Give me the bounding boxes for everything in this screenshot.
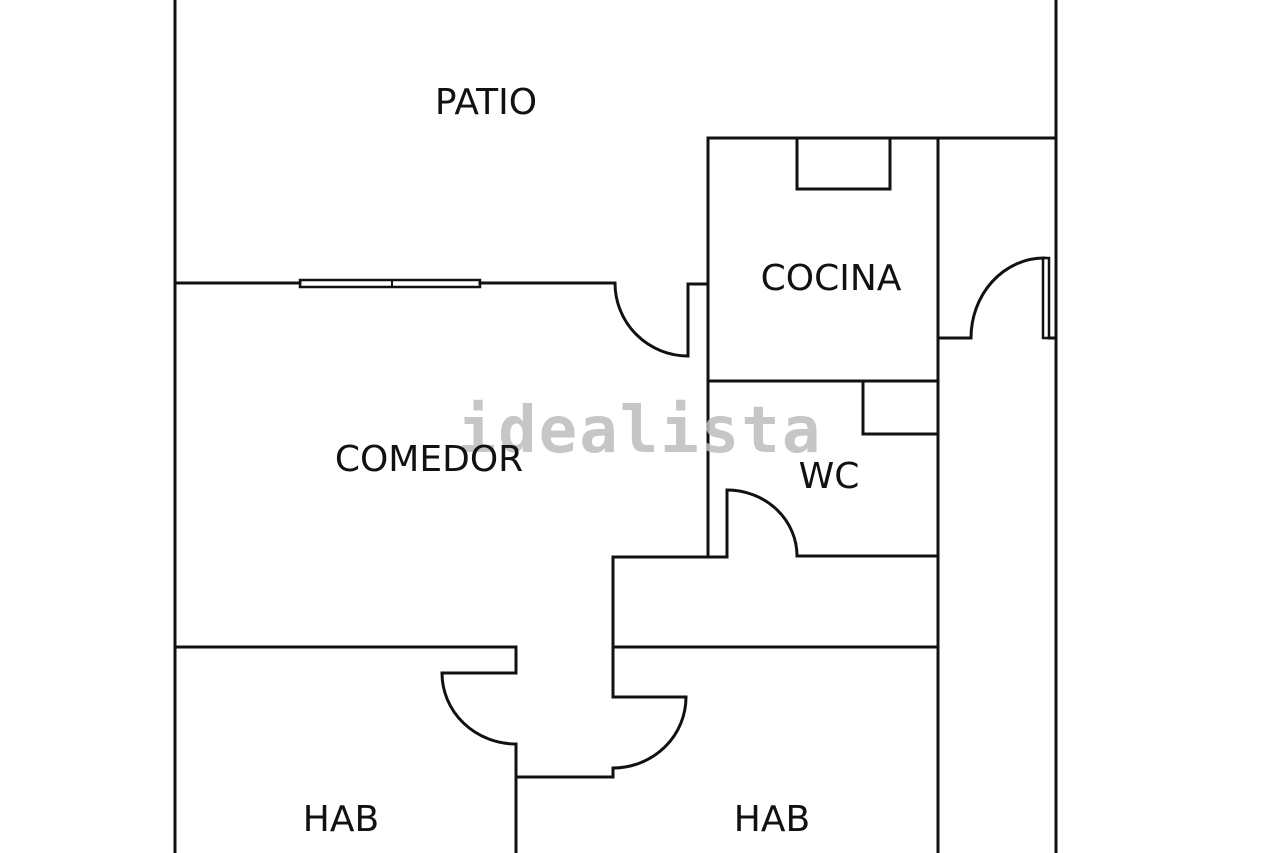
room-label-patio: PATIO (435, 82, 537, 123)
room-label-comedor: COMEDOR (335, 439, 523, 480)
door-jamb (686, 282, 710, 358)
room-label-cocina: COCINA (761, 258, 902, 299)
window (298, 278, 482, 289)
walls (173, 0, 1058, 853)
wc-shower (861, 379, 940, 436)
hab-right-top-wall (611, 645, 940, 699)
door-leaf (1041, 256, 1051, 340)
hall-bottom-wall (514, 766, 615, 779)
door-arc-hab-right (611, 695, 688, 770)
watermark: idealista (458, 394, 823, 468)
door-arc-patio (613, 281, 690, 358)
room-label-hab-right: HAB (734, 799, 810, 840)
hall-wall (611, 488, 729, 649)
kitchen-counter (795, 138, 892, 191)
door-arc-hab-left (440, 671, 518, 746)
room-label-hab-left: HAB (303, 799, 379, 840)
door-arc-corridor (969, 256, 1046, 340)
hab-left-top-wall (173, 645, 518, 675)
room-label-wc: WC (799, 456, 860, 497)
door-arc-wc (725, 488, 799, 558)
